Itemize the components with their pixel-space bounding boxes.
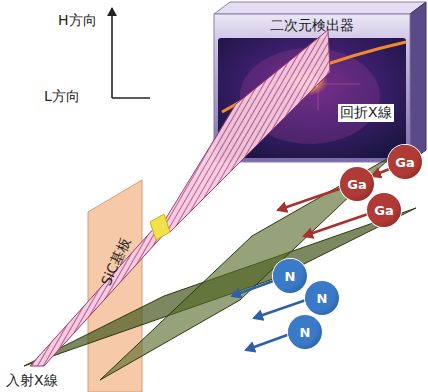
atom-symbol: Ga <box>374 203 393 218</box>
ga-atom: Ga <box>340 167 374 201</box>
node-label: 二次元検出器 <box>270 17 354 35</box>
beam-label: 回折X線 <box>338 104 394 122</box>
atom-symbol: Ga <box>395 155 414 170</box>
axis-label: H方向 <box>56 12 99 30</box>
n-atom: N <box>305 281 339 315</box>
atom-symbol: N <box>285 269 296 284</box>
n-atom: N <box>273 259 307 293</box>
detector-box: 二次元検出器 <box>214 15 410 37</box>
atom-symbol: Ga <box>347 177 366 192</box>
n-atom: N <box>288 315 322 349</box>
atom-symbol: N <box>300 325 311 340</box>
beam-label: 入射X線 <box>4 372 60 390</box>
ga-atom: Ga <box>388 145 422 179</box>
atom-symbol: N <box>317 291 328 306</box>
axis-label: L方向 <box>42 88 82 106</box>
ga-atom: Ga <box>367 193 401 227</box>
